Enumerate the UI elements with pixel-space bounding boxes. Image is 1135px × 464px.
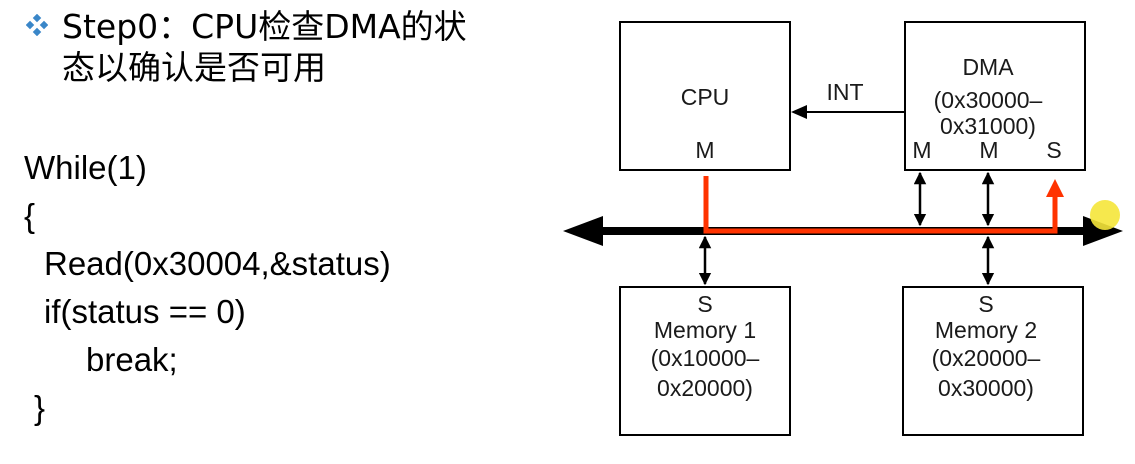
code-line-if: if(status == 0) xyxy=(44,293,246,330)
memory1-range-end: 0x20000) xyxy=(657,375,753,401)
memory2-range-end: 0x30000) xyxy=(938,375,1034,401)
code-line-while: While(1) xyxy=(24,149,147,186)
code-line-read: Read(0x30004,&status) xyxy=(44,245,391,282)
dma-range-start: (0x30000– xyxy=(934,87,1043,113)
cpu-box xyxy=(619,21,791,171)
dma-master-port-1: M xyxy=(912,137,931,163)
bus-diagram-svg: CPU M DMA (0x30000– 0x31000) M M S INT S… xyxy=(563,21,1123,436)
code-line-open-brace: { xyxy=(24,197,36,234)
slide-text-panel: Step0：CPU检查DMA的状 态以确认是否可用 While(1) { Rea… xyxy=(0,0,540,464)
bus-diagram: CPU M DMA (0x30000– 0x31000) M M S INT S… xyxy=(545,0,1135,464)
int-arrow-icon xyxy=(791,105,807,119)
int-label: INT xyxy=(826,79,863,105)
step-heading: Step0：CPU检查DMA的状 态以确认是否可用 xyxy=(26,6,536,88)
memory2-label: Memory 2 xyxy=(935,317,1037,343)
dma-range-end: 0x31000) xyxy=(940,113,1036,139)
memory1-box xyxy=(619,286,791,436)
code-line-close-brace: } xyxy=(34,389,46,426)
step-heading-line-2: 态以确认是否可用 xyxy=(62,48,326,87)
cpu-label: CPU xyxy=(681,84,730,110)
memory2-box xyxy=(902,286,1084,436)
bus-left-arrow-icon xyxy=(563,216,603,246)
cpu-master-port-label: M xyxy=(695,137,714,163)
dma-master-port-2: M xyxy=(979,137,998,163)
memory2-slave-port: S xyxy=(978,291,993,317)
diamond-bullet-icon xyxy=(26,14,48,36)
cpu-to-dma-highlight-path xyxy=(703,176,1058,234)
code-line-break: break; xyxy=(86,341,178,378)
step-heading-line-1: Step0：CPU检查DMA的状 xyxy=(62,7,467,46)
memory1-label: Memory 1 xyxy=(654,317,756,343)
dma-box xyxy=(904,21,1086,171)
dma-slave-port: S xyxy=(1046,137,1061,163)
dma-slave-highlight-arrow-icon xyxy=(1046,179,1064,197)
memory1-range-start: (0x10000– xyxy=(651,345,760,371)
dma-label: DMA xyxy=(962,54,1014,80)
mouse-pointer-highlight-icon xyxy=(1090,200,1120,230)
memory2-range-start: (0x20000– xyxy=(932,345,1041,371)
memory1-slave-port: S xyxy=(697,291,712,317)
